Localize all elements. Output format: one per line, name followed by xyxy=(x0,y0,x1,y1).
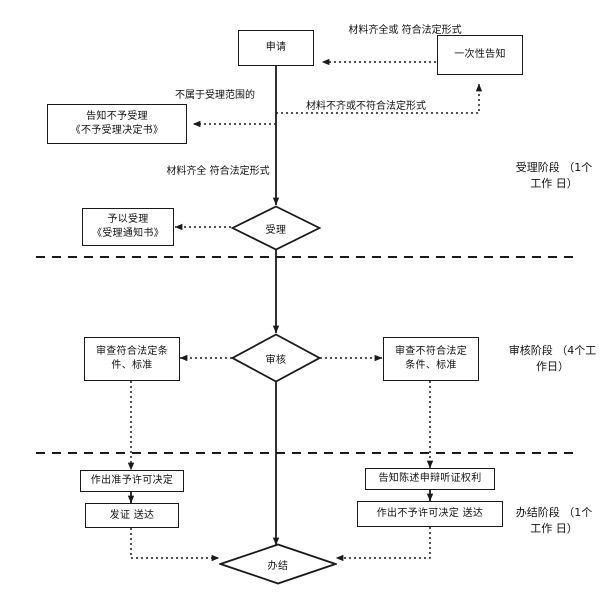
node-deny-deliver[interactable]: 作出不予许可决定 送达 xyxy=(357,501,503,527)
node-review-fail[interactable]: 审查不符合法定 条件、标准 xyxy=(383,337,479,381)
node-acceptance-decision[interactable]: 受理 xyxy=(231,205,321,251)
phase-label-acceptance-line3: 日） xyxy=(555,177,578,190)
node-review-pass[interactable]: 审查符合法定条 件、标准 xyxy=(84,337,180,381)
node-deny-deliver-label: 作出不予许可决定 送达 xyxy=(376,508,484,519)
phase-label-review: 审核阶段 （4个工作日） xyxy=(505,343,600,375)
edge-label-out-of-scope: 不属于受理范围的 xyxy=(175,89,255,103)
phase-label-completion-line2: （1个工作 xyxy=(530,506,593,535)
edge-label-materials-complete-or-legal-line2: 符合法定形式 xyxy=(401,25,462,36)
node-grant-acceptance-line2: 《受理通知书》 xyxy=(91,228,165,239)
edge-label-out-of-scope-line1: 不属于受理范围的 xyxy=(175,90,255,101)
review-diamond-shape xyxy=(231,333,321,383)
node-grant-acceptance-line1: 予以受理 xyxy=(107,214,149,225)
node-issue-deliver[interactable]: 发证 送达 xyxy=(85,503,179,528)
node-review-fail-line1: 审查不符合法定 xyxy=(394,346,468,357)
node-reject-acceptance-line2: 《不予受理决定书》 xyxy=(70,125,164,136)
node-acceptance-decision-label: 受理 xyxy=(265,224,287,236)
node-permit-decision[interactable]: 作出准予许可决定 xyxy=(80,470,184,492)
node-one-time-notice-label: 一次性告知 xyxy=(454,49,506,60)
edge-label-materials-complete-legal-line1: 材料齐全 xyxy=(166,166,207,177)
edge-label-materials-complete-or-legal-line1: 材料齐全或 xyxy=(348,25,399,36)
node-apply-label: 申请 xyxy=(265,42,287,53)
node-notify-rights-label: 告知陈述申辩听证权利 xyxy=(378,473,482,484)
phase-label-completion: 办结阶段 （1个工作 日） xyxy=(513,505,595,537)
node-review-pass-line2: 件、标准 xyxy=(111,360,153,371)
phase-label-acceptance: 受理阶段 （1个工作 日） xyxy=(513,160,595,192)
node-notify-rights[interactable]: 告知陈述申辩听证权利 xyxy=(365,468,495,490)
edge-issue-to-complete xyxy=(130,528,220,562)
phase-label-acceptance-line1: 受理阶段 xyxy=(515,161,560,174)
complete-diamond-shape xyxy=(219,543,337,585)
node-permit-decision-label: 作出准予许可决定 xyxy=(90,475,174,486)
phase-label-review-line1: 审核阶段 xyxy=(508,344,553,357)
node-review-fail-line2: 条件、标准 xyxy=(405,360,457,371)
edge-label-materials-complete-legal-line2: 符合法定形式 xyxy=(209,166,270,177)
phase-label-acceptance-line2: （1个工作 xyxy=(530,161,593,190)
phase-label-completion-line3: 日） xyxy=(555,522,578,535)
node-complete[interactable]: 办结 xyxy=(219,543,337,585)
acceptance-diamond-shape xyxy=(231,205,321,251)
node-one-time-notice[interactable]: 一次性告知 xyxy=(437,35,523,75)
edge-label-materials-incomplete-line1: 材料不齐或不符合法定形式 xyxy=(306,101,426,112)
node-issue-deliver-label: 发证 送达 xyxy=(109,509,155,521)
node-review-decision[interactable]: 审核 xyxy=(231,333,321,383)
node-reject-acceptance-line1: 告知不予受理 xyxy=(86,111,148,122)
edge-label-materials-complete-or-legal: 材料齐全或 符合法定形式 xyxy=(345,24,465,38)
node-complete-label: 办结 xyxy=(267,560,289,572)
phase-label-completion-line1: 办结阶段 xyxy=(515,506,560,519)
edge-label-materials-incomplete: 材料不齐或不符合法定形式 xyxy=(306,100,426,114)
node-grant-acceptance[interactable]: 予以受理 《受理通知书》 xyxy=(82,208,174,246)
phase-label-review-line2: （4个工作日） xyxy=(536,344,597,373)
node-apply[interactable]: 申请 xyxy=(238,30,314,66)
node-review-decision-label: 审核 xyxy=(265,354,287,366)
node-reject-acceptance[interactable]: 告知不予受理 《不予受理决定书》 xyxy=(47,104,187,144)
node-review-pass-line1: 审查符合法定条 xyxy=(95,346,169,357)
edge-label-materials-complete-legal: 材料齐全 符合法定形式 xyxy=(160,165,276,179)
edge-deny-to-complete xyxy=(335,527,431,562)
